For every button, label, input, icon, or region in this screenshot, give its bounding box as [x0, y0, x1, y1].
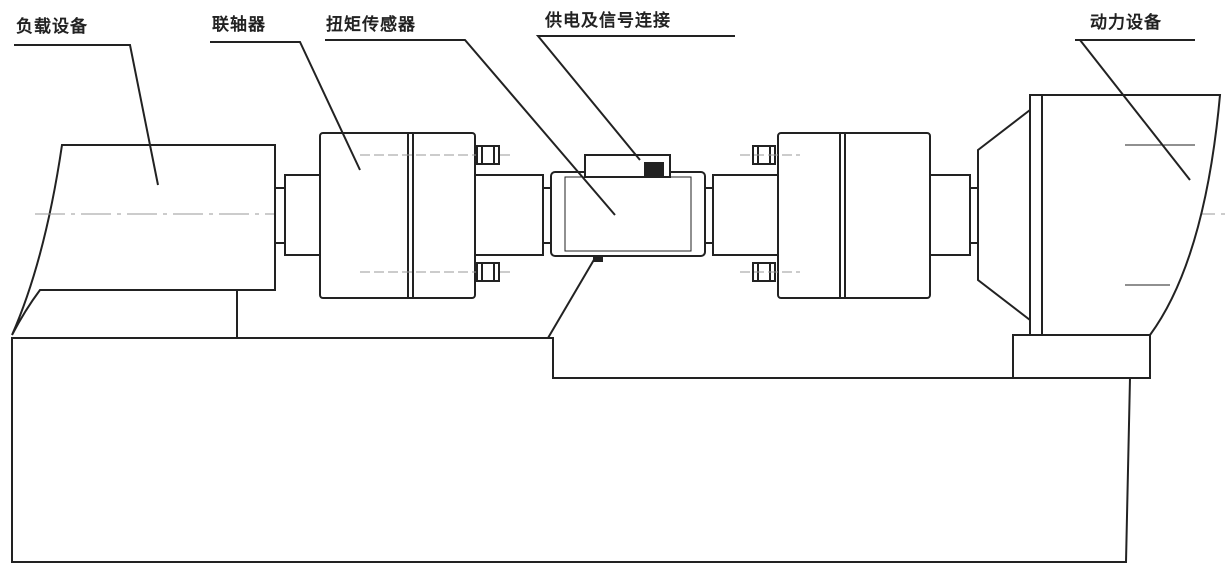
leader-lines — [14, 35, 1195, 339]
label-load-device: 负载设备 — [16, 17, 88, 37]
torque-sensor-body — [550, 154, 706, 262]
coupling-right — [740, 132, 931, 299]
label-coupling: 联轴器 — [212, 15, 266, 35]
power-device — [977, 94, 1222, 379]
label-power-signal: 供电及信号连接 — [545, 11, 671, 31]
label-power-device: 动力设备 — [1090, 13, 1162, 33]
coupling-left — [319, 132, 510, 299]
bolt-icon — [476, 145, 500, 165]
bolt-icon — [476, 262, 500, 282]
base-frame — [11, 290, 1132, 563]
shaft-mid-right — [712, 174, 779, 256]
shaft-mid-left — [474, 174, 544, 256]
label-torque-sensor: 扭矩传感器 — [326, 15, 416, 35]
load-device — [11, 144, 276, 336]
shaft-left — [274, 187, 286, 244]
